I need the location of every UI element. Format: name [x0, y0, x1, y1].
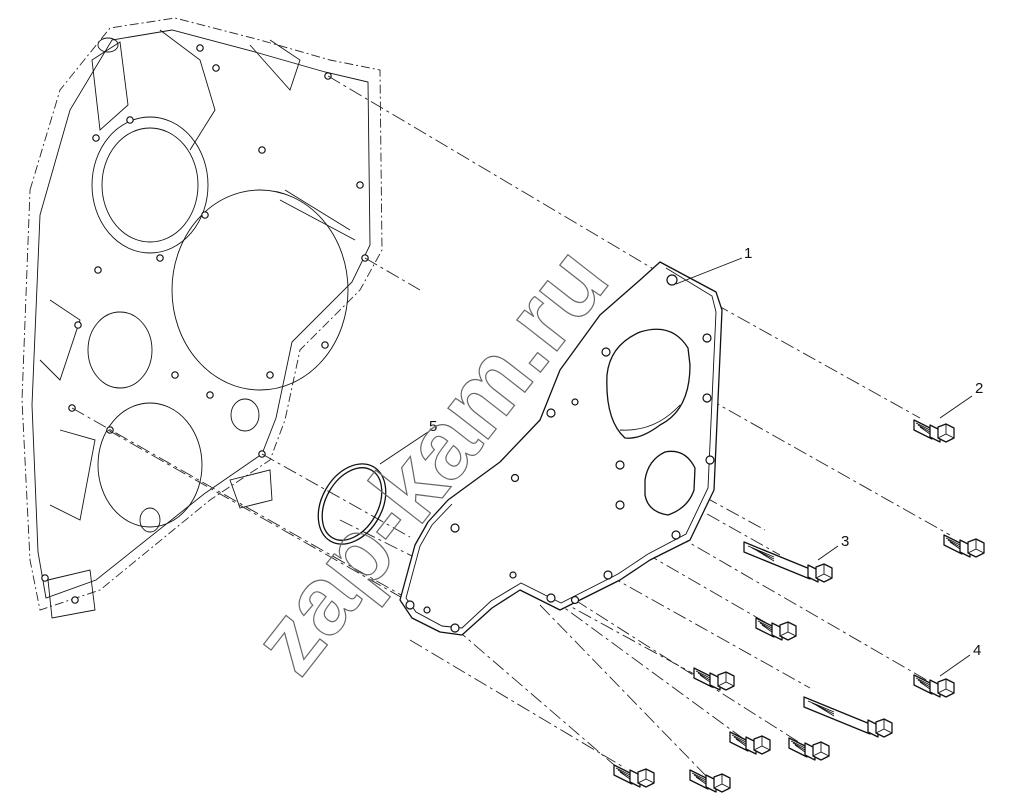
callout-5: 5	[429, 418, 437, 435]
bolt	[693, 667, 735, 691]
callout-1: 1	[744, 245, 752, 262]
bolt	[689, 769, 731, 793]
o-ring-seal	[317, 463, 387, 545]
callout-4: 4	[973, 642, 981, 659]
bolt	[788, 737, 830, 761]
engine-front-housing	[21, 17, 383, 619]
long-bolt	[743, 541, 833, 583]
callout-3: 3	[841, 533, 849, 550]
bolt	[755, 617, 797, 641]
cover-plate	[399, 261, 723, 636]
bolt	[943, 534, 985, 558]
bolt	[613, 764, 655, 788]
bolt	[729, 731, 771, 755]
bolt	[913, 674, 955, 698]
callout-2: 2	[975, 380, 983, 397]
alignment-lines	[71, 75, 951, 781]
leader-lines	[379, 257, 973, 677]
bolt	[913, 419, 955, 443]
long-bolt	[803, 696, 893, 738]
